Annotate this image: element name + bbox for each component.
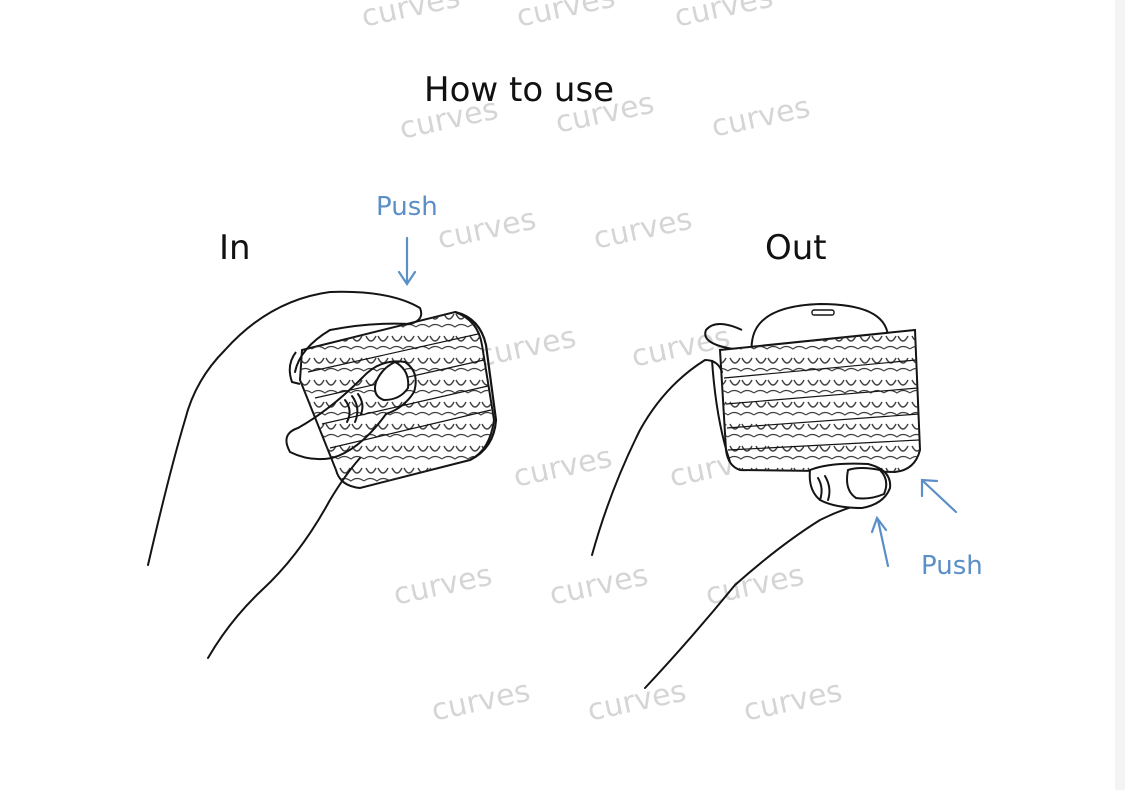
in-label: In [219, 228, 251, 268]
arrow-up-icon [870, 515, 890, 568]
hand-icon [147, 290, 423, 659]
knitted-case-icon [288, 310, 498, 490]
arrow-down-icon [397, 236, 417, 286]
hand-icon [591, 359, 892, 689]
arrow-up-left-icon [920, 478, 958, 514]
out-label: Out [765, 228, 827, 268]
out-push-label: Push [921, 551, 983, 581]
in-push-label: Push [376, 192, 438, 222]
in-illustration [147, 236, 498, 659]
scroll-edge [1115, 0, 1125, 790]
knitted-case-icon [704, 302, 922, 474]
out-illustration [591, 302, 958, 689]
page-title: How to use [424, 70, 615, 110]
